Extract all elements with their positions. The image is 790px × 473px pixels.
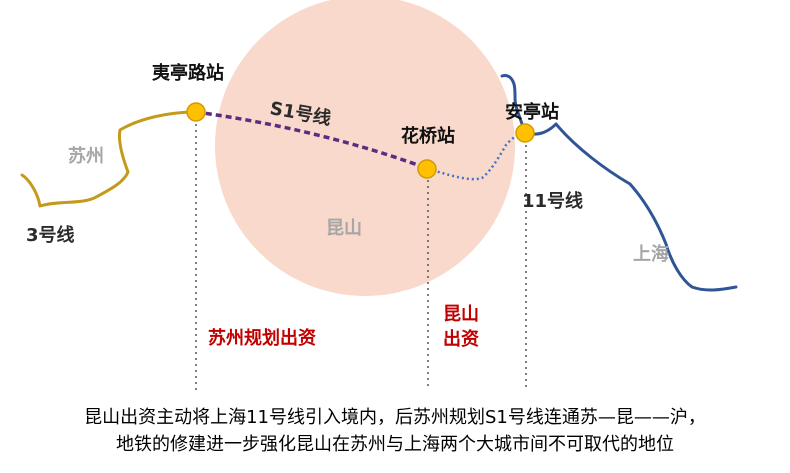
station-label-anting: 安亭站 <box>505 102 559 123</box>
line-11-route <box>500 74 738 292</box>
line-3-route <box>20 110 198 208</box>
line-label-3: 3号线 <box>26 225 75 246</box>
station-marker-huaqiao <box>417 159 437 179</box>
funding-label-suzhou: 苏州规划出资 <box>208 328 316 349</box>
region-label-kunshan: 昆山 <box>326 218 362 239</box>
region-label-suzhou: 苏州 <box>68 146 104 167</box>
region-label-shanghai: 上海 <box>633 244 669 265</box>
funding-label-kunshan-line1: 昆山 <box>443 304 479 325</box>
funding-label-kunshan-line2: 出资 <box>443 329 479 350</box>
station-label-huaqiao: 花桥站 <box>401 126 455 147</box>
station-marker-anting <box>515 123 535 143</box>
line-label-11: 11号线 <box>522 191 584 212</box>
caption: 昆山出资主动将上海11号线引入境内，后苏州规划S1号线连通苏—昆——沪， 地铁的… <box>0 404 790 458</box>
line-11-extension-route <box>427 131 525 181</box>
caption-line-2: 地铁的修建进一步强化昆山在苏州与上海两个大城市间不可取代的地位 <box>116 434 674 455</box>
caption-line-1: 昆山出资主动将上海11号线引入境内，后苏州规划S1号线连通苏—昆——沪， <box>84 407 706 428</box>
station-marker-yiting <box>186 102 206 122</box>
station-label-yiting: 夷亭路站 <box>152 63 224 84</box>
